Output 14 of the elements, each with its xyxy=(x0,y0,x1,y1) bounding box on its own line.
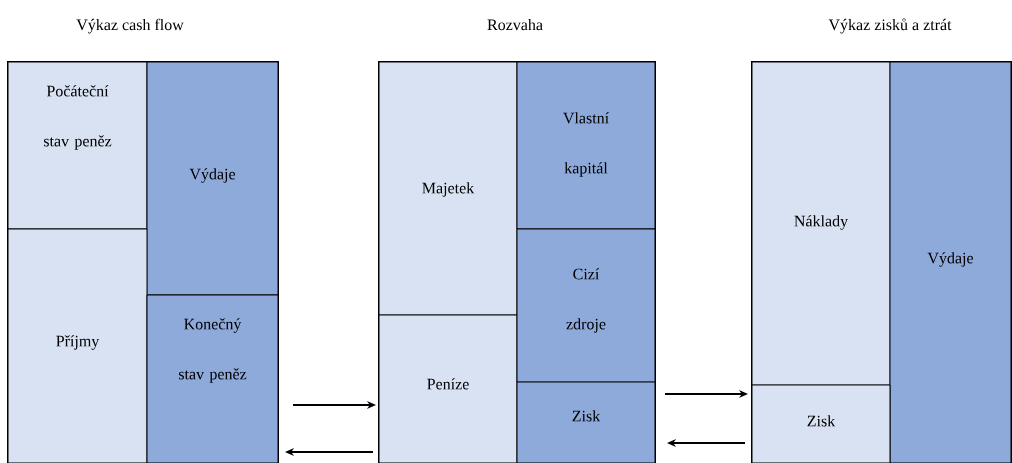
statement-title: Rozvaha xyxy=(487,18,543,31)
statement-title: Výkaz zisků a ztrát xyxy=(828,18,952,34)
statement-cell: Výdaje xyxy=(146,61,279,296)
statement-cell: Zisk xyxy=(516,381,656,463)
statement-cell: Příjmy xyxy=(7,228,148,463)
statement-cell: Zisk xyxy=(751,384,891,463)
statement-cell: Konečný stav peněz xyxy=(146,294,279,463)
statement-cell: Peníze xyxy=(378,314,518,463)
statement-cell: Počáteční stav peněz xyxy=(7,61,148,230)
statement-cell: Majetek xyxy=(378,61,518,316)
statement-cell: Cizí zdroje xyxy=(516,228,656,383)
statement-title: Výkaz cash flow xyxy=(76,18,184,34)
statement-cell: Výdaje xyxy=(889,61,1012,463)
statement-cell: Vlastní kapitál xyxy=(516,61,656,230)
